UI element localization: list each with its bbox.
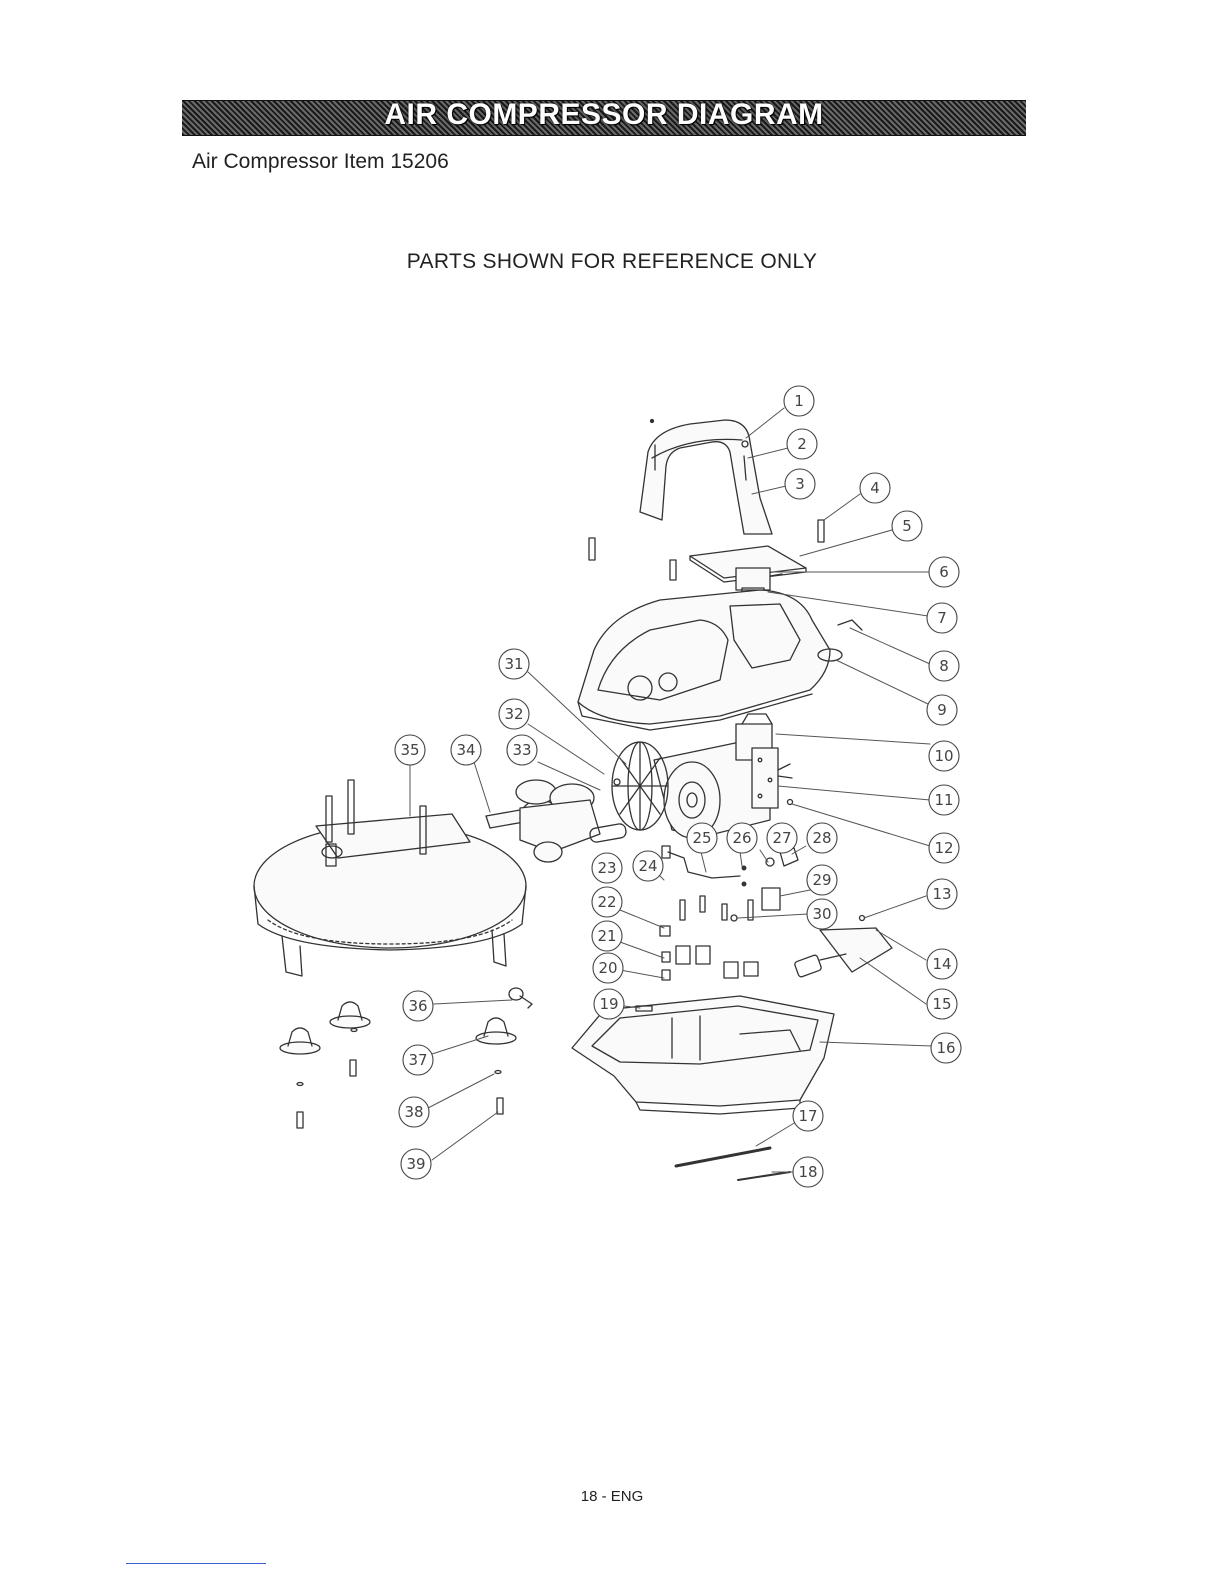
callout-23: 23: [597, 859, 616, 877]
callout-28: 28: [812, 829, 831, 847]
callout-24: 24: [638, 857, 657, 875]
callout-1: 1: [794, 392, 804, 410]
callout-39: 39: [406, 1155, 425, 1173]
callout-14: 14: [932, 955, 951, 973]
callout-7: 7: [937, 609, 947, 627]
motor-assembly-part: [654, 714, 793, 838]
callout-31: 31: [504, 655, 523, 673]
air-tank-part: [254, 780, 526, 976]
callout-12: 12: [934, 839, 953, 857]
gauge-manifold-part: [486, 780, 627, 862]
callout-33: 33: [512, 741, 531, 759]
handle-part: [640, 420, 772, 534]
callout-4: 4: [870, 479, 880, 497]
footnote-rule: [126, 1563, 266, 1564]
callout-8: 8: [939, 657, 949, 675]
callout-27: 27: [772, 829, 791, 847]
callout-19: 19: [599, 995, 618, 1013]
upper-shroud-part: [578, 590, 862, 730]
callout-9: 9: [937, 701, 947, 719]
callout-30: 30: [812, 905, 831, 923]
callout-10: 10: [934, 747, 953, 765]
callout-26: 26: [732, 829, 751, 847]
callout-17: 17: [798, 1107, 817, 1125]
callout-38: 38: [404, 1103, 423, 1121]
callout-3: 3: [795, 475, 805, 493]
callout-5: 5: [902, 517, 912, 535]
cooling-fan-part: [612, 742, 668, 830]
callout-16: 16: [936, 1039, 955, 1057]
callout-32: 32: [504, 705, 523, 723]
callout-37: 37: [408, 1051, 427, 1069]
callout-18: 18: [798, 1163, 817, 1181]
callout-6: 6: [939, 563, 949, 581]
page-number: 18 - ENG: [0, 1488, 1224, 1505]
callout-15: 15: [932, 995, 951, 1013]
callout-22: 22: [597, 893, 616, 911]
callout-20: 20: [598, 959, 617, 977]
power-cord-part: [794, 916, 892, 978]
rubber-feet-part: [280, 1002, 516, 1128]
callout-2: 2: [797, 435, 807, 453]
callout-29: 29: [812, 871, 831, 889]
callout-13: 13: [932, 885, 951, 903]
hose-part: [676, 1148, 790, 1180]
callout-21: 21: [597, 927, 616, 945]
callout-36: 36: [408, 997, 427, 1015]
callout-35: 35: [400, 741, 419, 759]
drain-valve-part: [509, 988, 532, 1008]
callout-34: 34: [456, 741, 475, 759]
callout-25: 25: [692, 829, 711, 847]
callout-11: 11: [934, 791, 953, 809]
